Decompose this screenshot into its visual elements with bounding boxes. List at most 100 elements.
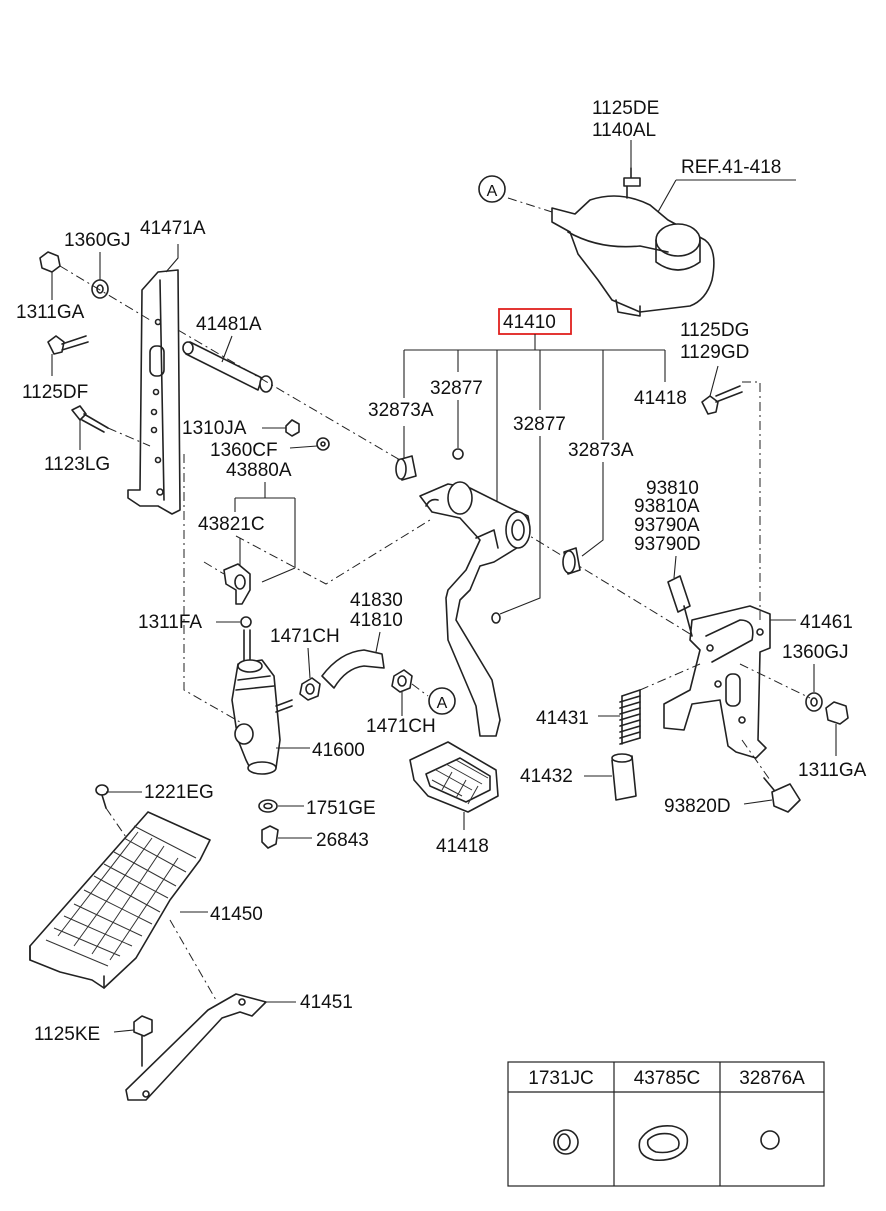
switch-93820D: [763, 777, 801, 813]
label-26843: 26843: [316, 830, 369, 851]
dash-shaft-axis: [177, 329, 401, 461]
leader-ref-arrow: [657, 179, 677, 213]
dash-1221EG: [105, 807, 129, 841]
label-41471A: 41471A: [140, 218, 206, 239]
label-93790D: 93790D: [634, 534, 701, 555]
switch-93810: [667, 575, 693, 637]
label-ref-a-top: A: [487, 183, 498, 200]
dash-left-bottom: [107, 427, 151, 447]
dash-93820D: [741, 739, 771, 781]
nut-1311GA-left: [39, 251, 61, 273]
parts-table: [507, 1061, 825, 1187]
label-41451: 41451: [300, 992, 353, 1013]
label-41600: 41600: [312, 740, 365, 761]
bolt-1125DE: [623, 167, 641, 199]
label-1125KE: 1125KE: [34, 1024, 100, 1045]
seal-43785C-icon: [638, 1124, 689, 1162]
dash-clevis: [235, 519, 431, 585]
bolt-1125KE: [133, 1015, 153, 1067]
label-32873A-b: 32873A: [568, 440, 634, 461]
shaft-41481A: [182, 341, 273, 393]
plug-26843: [261, 825, 279, 849]
bolt-1123LG: [71, 405, 109, 433]
label-41830: 41830: [350, 590, 403, 611]
footrest-bracket-41451: [125, 993, 267, 1101]
label-1125DF: 1125DF: [22, 382, 88, 403]
washer-1311FA: [240, 616, 252, 628]
label-93790A: 93790A: [634, 515, 700, 536]
label-32877-a: 32877: [430, 378, 483, 399]
label-41481A: 41481A: [196, 314, 262, 335]
dash-master-cylinder: [183, 454, 241, 723]
label-1311GA-right: 1311GA: [798, 760, 867, 781]
stopper-32877-bottom: [491, 612, 501, 624]
bolt-1125DF: [47, 335, 89, 355]
label-41418-top: 41418: [634, 388, 687, 409]
reservoir-tank: [551, 195, 715, 317]
label-93810A: 93810A: [634, 496, 700, 517]
label-41418-bottom: 41418: [436, 836, 489, 857]
stopper-32876A-icon: [760, 1130, 780, 1150]
stopper-32877-top: [452, 448, 464, 460]
bracket-41461: [663, 605, 771, 759]
label-1221EG: 1221EG: [144, 782, 214, 803]
label-41432: 41432: [520, 766, 573, 787]
label-1471CH-a: 1471CH: [270, 626, 340, 647]
label-41431: 41431: [536, 708, 589, 729]
label-1123LG: 1123LG: [44, 454, 110, 475]
label-1751GE: 1751GE: [306, 798, 376, 819]
washer-1360CF: [316, 437, 330, 451]
bushing-32873A-left: [395, 455, 417, 481]
leader-41471A: [165, 244, 179, 273]
clevis-43821C: [223, 563, 251, 605]
label-41810: 41810: [350, 610, 403, 631]
dash-1125DG: [742, 381, 761, 620]
spring-41431: [619, 689, 641, 745]
leader-1125DG: [709, 365, 719, 397]
bushing-32873A-right: [562, 547, 581, 575]
leader-1471CH-a: [307, 647, 311, 679]
label-32873A-a: 32873A: [368, 400, 434, 421]
label-32877-b: 32877: [513, 414, 566, 435]
dash-shaft-axis-right: [519, 529, 701, 641]
bolt-1125DG: [701, 385, 743, 415]
leader-41481A: [221, 335, 233, 363]
label-41450: 41450: [210, 904, 263, 925]
label-41461: 41461: [800, 612, 853, 633]
ref-a-circle-mid: [428, 687, 456, 715]
label-1311GA-left: 1311GA: [16, 302, 85, 323]
ref-a-circle-top: [478, 175, 506, 203]
label-ref: REF.41-418: [681, 157, 781, 178]
table-header-1: 1731JC: [528, 1068, 594, 1089]
washer-1360GJ-right: [805, 692, 823, 712]
dash-refA-mid: [411, 683, 429, 697]
hose-41830: [321, 649, 385, 689]
dash-spring: [639, 663, 701, 691]
sleeve-41432: [611, 753, 637, 801]
clamp-1471CH-a: [299, 677, 321, 701]
label-1360CF: 1360CF: [210, 440, 278, 461]
nut-1311GA-right: [825, 701, 849, 725]
table-header-3: 32876A: [739, 1068, 805, 1089]
leader-1125KE: [113, 1029, 135, 1033]
bracket-41471A: [127, 269, 181, 515]
label-93820D: 93820D: [664, 796, 731, 817]
label-1129GD: 1129GD: [680, 342, 749, 363]
leader-93810: [673, 555, 677, 579]
nut-1310JA: [285, 419, 300, 437]
dash-clevis-pin: [203, 561, 225, 575]
leader-43880A: [234, 482, 296, 583]
label-1360GJ-right: 1360GJ: [782, 642, 849, 663]
dash-right-washer: [739, 663, 811, 699]
grommet-1731JC-icon: [553, 1129, 579, 1155]
screw-1221EG: [95, 784, 109, 809]
leader-41830: [375, 631, 381, 653]
table-header-2: 43785C: [634, 1068, 701, 1089]
label-43821C: 43821C: [198, 514, 265, 535]
pedal-pad: [409, 741, 499, 813]
leader-tree-41410: [403, 334, 666, 615]
label-1360GJ-left: 1360GJ: [64, 230, 131, 251]
label-1471CH-b: 1471CH: [366, 716, 436, 737]
